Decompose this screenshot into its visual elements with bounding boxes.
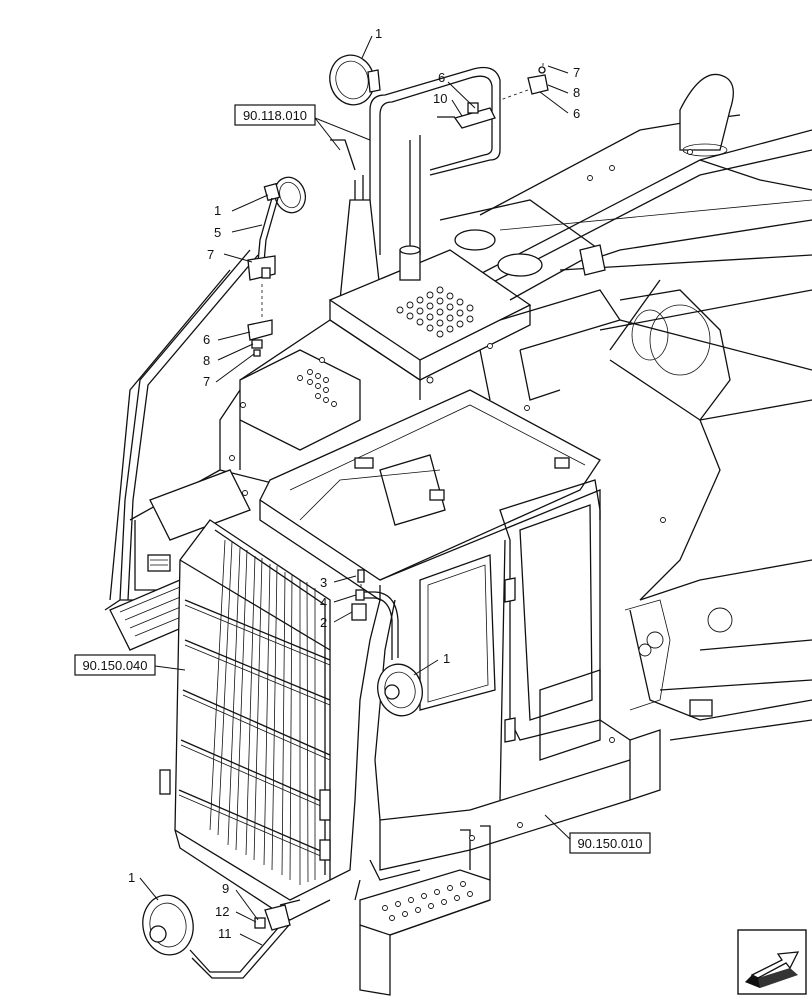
mirror-top — [329, 54, 381, 106]
callout-left-1: 1 — [214, 203, 221, 218]
callout-mid-3: 3 — [320, 575, 327, 590]
step-holes — [382, 881, 473, 921]
callout-numbers: 1 6 10 7 8 6 1 5 7 6 8 7 3 4 2 1 1 9 12 … — [128, 26, 580, 941]
callout-left-8: 8 — [203, 353, 210, 368]
callout-left-7b: 7 — [203, 374, 210, 389]
upper-deck — [328, 199, 622, 401]
mirror-left — [247, 176, 307, 357]
mirror-mid — [351, 569, 423, 717]
svg-text:90.118.010: 90.118.010 — [243, 108, 307, 123]
parts-top-right — [499, 60, 549, 101]
ref-label-90-150-010[interactable]: 90.150.010 — [569, 832, 651, 854]
callout-top-6b: 6 — [573, 106, 580, 121]
handrail-left — [104, 249, 259, 611]
callout-bot-1: 1 — [128, 870, 135, 885]
callout-top-6: 6 — [438, 70, 445, 85]
callout-top-8: 8 — [573, 85, 580, 100]
callout-bot-11: 11 — [218, 926, 232, 941]
deck-bolts — [229, 149, 693, 841]
left-compartment — [109, 319, 421, 651]
callout-left-5: 5 — [214, 225, 221, 240]
callout-bot-12: 12 — [215, 904, 229, 919]
ref-label-90-118-010[interactable]: 90.118.010 — [234, 104, 316, 126]
arrow-back-icon[interactable] — [737, 929, 807, 995]
callout-left-7: 7 — [207, 247, 214, 262]
ref-label-90-150-040[interactable]: 90.150.040 — [74, 654, 156, 676]
callout-top-10: 10 — [433, 91, 447, 106]
operator-cab — [259, 389, 671, 996]
mirror-bottom — [142, 894, 301, 979]
svg-text:90.150.010: 90.150.010 — [577, 836, 642, 851]
callout-mid-2: 2 — [320, 615, 327, 630]
front-guard — [159, 519, 331, 921]
deck-vent-grille — [396, 286, 474, 338]
callout-left-6: 6 — [203, 332, 210, 347]
svg-text:90.150.040: 90.150.040 — [82, 658, 147, 673]
callout-top-1: 1 — [375, 26, 382, 41]
bracket-top — [437, 102, 496, 129]
callout-bot-9: 9 — [222, 881, 229, 896]
callout-mid-4: 4 — [320, 595, 327, 610]
callout-mid-1: 1 — [443, 651, 450, 666]
callout-top-7: 7 — [573, 65, 580, 80]
leader-lines — [139, 35, 575, 946]
handrail-top — [330, 66, 501, 301]
